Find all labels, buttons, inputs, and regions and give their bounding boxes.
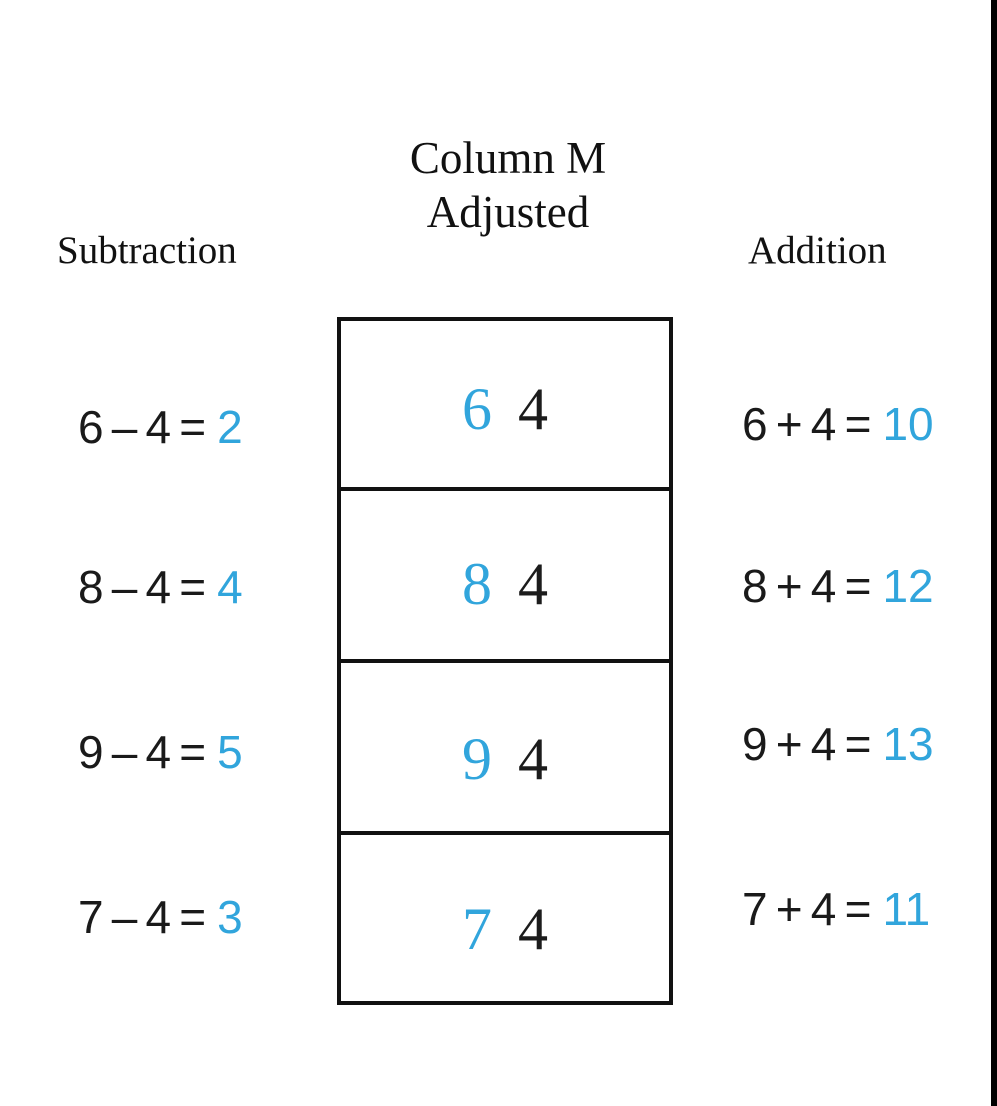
addition-equation: 8 + 4 = 12 xyxy=(742,563,934,609)
equation-result: 4 xyxy=(217,561,243,613)
cell-divider xyxy=(337,487,673,491)
addition-equation: 9 + 4 = 13 xyxy=(742,721,934,767)
equation-expression: 6 – 4 = xyxy=(78,401,207,453)
column-title-line2: Adjusted xyxy=(426,187,590,237)
equation-result: 11 xyxy=(882,883,931,935)
column-row: 9 4 xyxy=(337,729,673,789)
cell-divider xyxy=(337,659,673,663)
addition-label: Addition xyxy=(748,229,887,272)
column-row: 7 4 xyxy=(337,899,673,959)
equation-expression: 8 – 4 = xyxy=(78,561,207,613)
subtraction-equation: 8 – 4 = 4 xyxy=(78,564,243,610)
equation-result: 13 xyxy=(882,718,934,770)
subtraction-equation: 7 – 4 = 3 xyxy=(78,894,243,940)
equation-expression: 6 + 4 = xyxy=(742,398,872,450)
original-digit: 4 xyxy=(518,726,548,792)
adjusted-digit: 6 xyxy=(462,376,492,442)
subtraction-label: Subtraction xyxy=(57,229,237,272)
subtraction-equation: 6 – 4 = 2 xyxy=(78,404,243,450)
subtraction-equation: 9 – 4 = 5 xyxy=(78,729,243,775)
adjusted-digit: 9 xyxy=(462,726,492,792)
equation-expression: 7 + 4 = xyxy=(742,883,872,935)
column-row: 6 4 xyxy=(337,379,673,439)
screen-right-edge-bar xyxy=(991,0,997,1106)
equation-expression: 9 + 4 = xyxy=(742,718,872,770)
column-title-line1: Column M xyxy=(409,133,607,183)
original-digit: 4 xyxy=(518,896,548,962)
addition-equation: 7 + 4 = 11 xyxy=(742,886,930,932)
equation-result: 3 xyxy=(217,891,243,943)
equation-expression: 7 – 4 = xyxy=(78,891,207,943)
adjusted-digit: 7 xyxy=(462,896,492,962)
equation-result: 10 xyxy=(882,398,934,450)
original-digit: 4 xyxy=(518,551,548,617)
column-row: 8 4 xyxy=(337,554,673,614)
adjusted-digit: 8 xyxy=(462,551,492,617)
equation-result: 5 xyxy=(217,726,243,778)
equation-expression: 8 + 4 = xyxy=(742,560,872,612)
cell-divider xyxy=(337,831,673,835)
equation-expression: 9 – 4 = xyxy=(78,726,207,778)
original-digit: 4 xyxy=(518,376,548,442)
equation-result: 2 xyxy=(217,401,243,453)
column-title: Column M Adjusted xyxy=(308,131,708,239)
equation-result: 12 xyxy=(882,560,934,612)
addition-equation: 6 + 4 = 10 xyxy=(742,401,934,447)
